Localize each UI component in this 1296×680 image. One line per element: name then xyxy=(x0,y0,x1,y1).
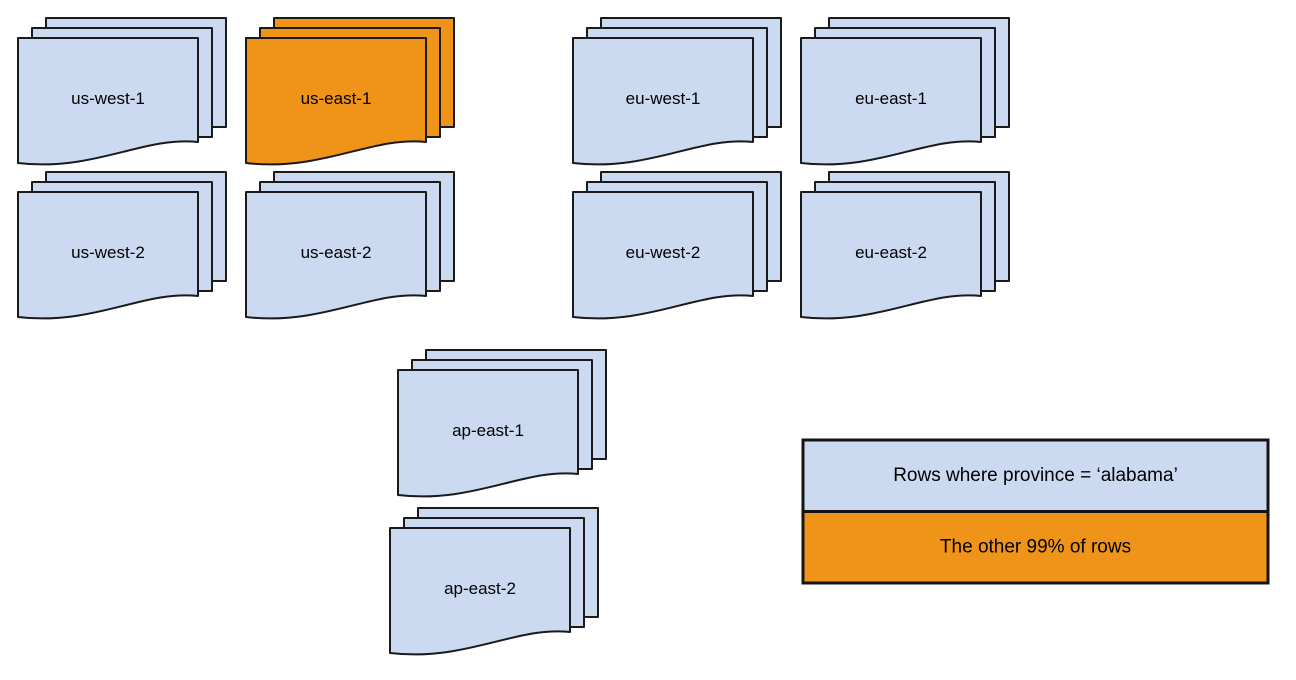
document-sheet-front xyxy=(245,37,427,166)
legend-row-other-label: The other 99% of rows xyxy=(940,536,1131,557)
stacks-layer: us-west-1 us-east-1 eu-west-1 eu-east-1 us-w… xyxy=(17,17,1010,656)
document-sheet-front xyxy=(17,191,199,320)
document-stack-eu-east-1[interactable]: eu-east-1 xyxy=(800,17,1010,166)
document-stack-us-west-1[interactable]: us-west-1 xyxy=(17,17,227,166)
document-stack-ap-east-2[interactable]: ap-east-2 xyxy=(389,507,599,656)
stack-label-us-east-1: us-east-1 xyxy=(301,89,372,108)
stack-label-eu-west-1: eu-west-1 xyxy=(626,89,701,108)
stack-label-ap-east-2: ap-east-2 xyxy=(444,579,516,598)
document-sheet-front xyxy=(800,191,982,320)
stack-label-ap-east-1: ap-east-1 xyxy=(452,421,524,440)
document-sheet-front xyxy=(572,191,754,320)
document-stack-us-west-2[interactable]: us-west-2 xyxy=(17,171,227,320)
document-sheet-front xyxy=(245,191,427,320)
legend-row-alabama: Rows where province = ‘alabama’ xyxy=(801,438,1270,513)
stack-label-eu-east-1: eu-east-1 xyxy=(855,89,927,108)
legend-row-other: The other 99% of rows xyxy=(801,510,1270,585)
legend-row-alabama-swatch xyxy=(801,438,1270,513)
stack-label-us-west-2: us-west-2 xyxy=(71,243,145,262)
legend-row-alabama-label: Rows where province = ‘alabama’ xyxy=(893,465,1178,486)
document-stack-eu-west-2[interactable]: eu-west-2 xyxy=(572,171,782,320)
document-sheet-front xyxy=(397,369,579,498)
document-stack-us-east-2[interactable]: us-east-2 xyxy=(245,171,455,320)
document-sheet-front xyxy=(389,527,571,656)
stack-label-eu-east-2: eu-east-2 xyxy=(855,243,927,262)
stack-label-us-west-1: us-west-1 xyxy=(71,89,145,108)
stack-label-us-east-2: us-east-2 xyxy=(301,243,372,262)
document-sheet-front xyxy=(17,37,199,166)
legend-row-other-swatch xyxy=(801,510,1270,585)
legend-layer: Rows where province = ‘alabama’ The other… xyxy=(801,438,1270,585)
document-stack-us-east-1[interactable]: us-east-1 xyxy=(245,17,455,166)
document-stack-ap-east-1[interactable]: ap-east-1 xyxy=(397,349,607,498)
document-stack-eu-west-1[interactable]: eu-west-1 xyxy=(572,17,782,166)
document-sheet-front xyxy=(800,37,982,166)
stack-label-eu-west-2: eu-west-2 xyxy=(626,243,701,262)
document-sheet-front xyxy=(572,37,754,166)
document-stack-eu-east-2[interactable]: eu-east-2 xyxy=(800,171,1010,320)
